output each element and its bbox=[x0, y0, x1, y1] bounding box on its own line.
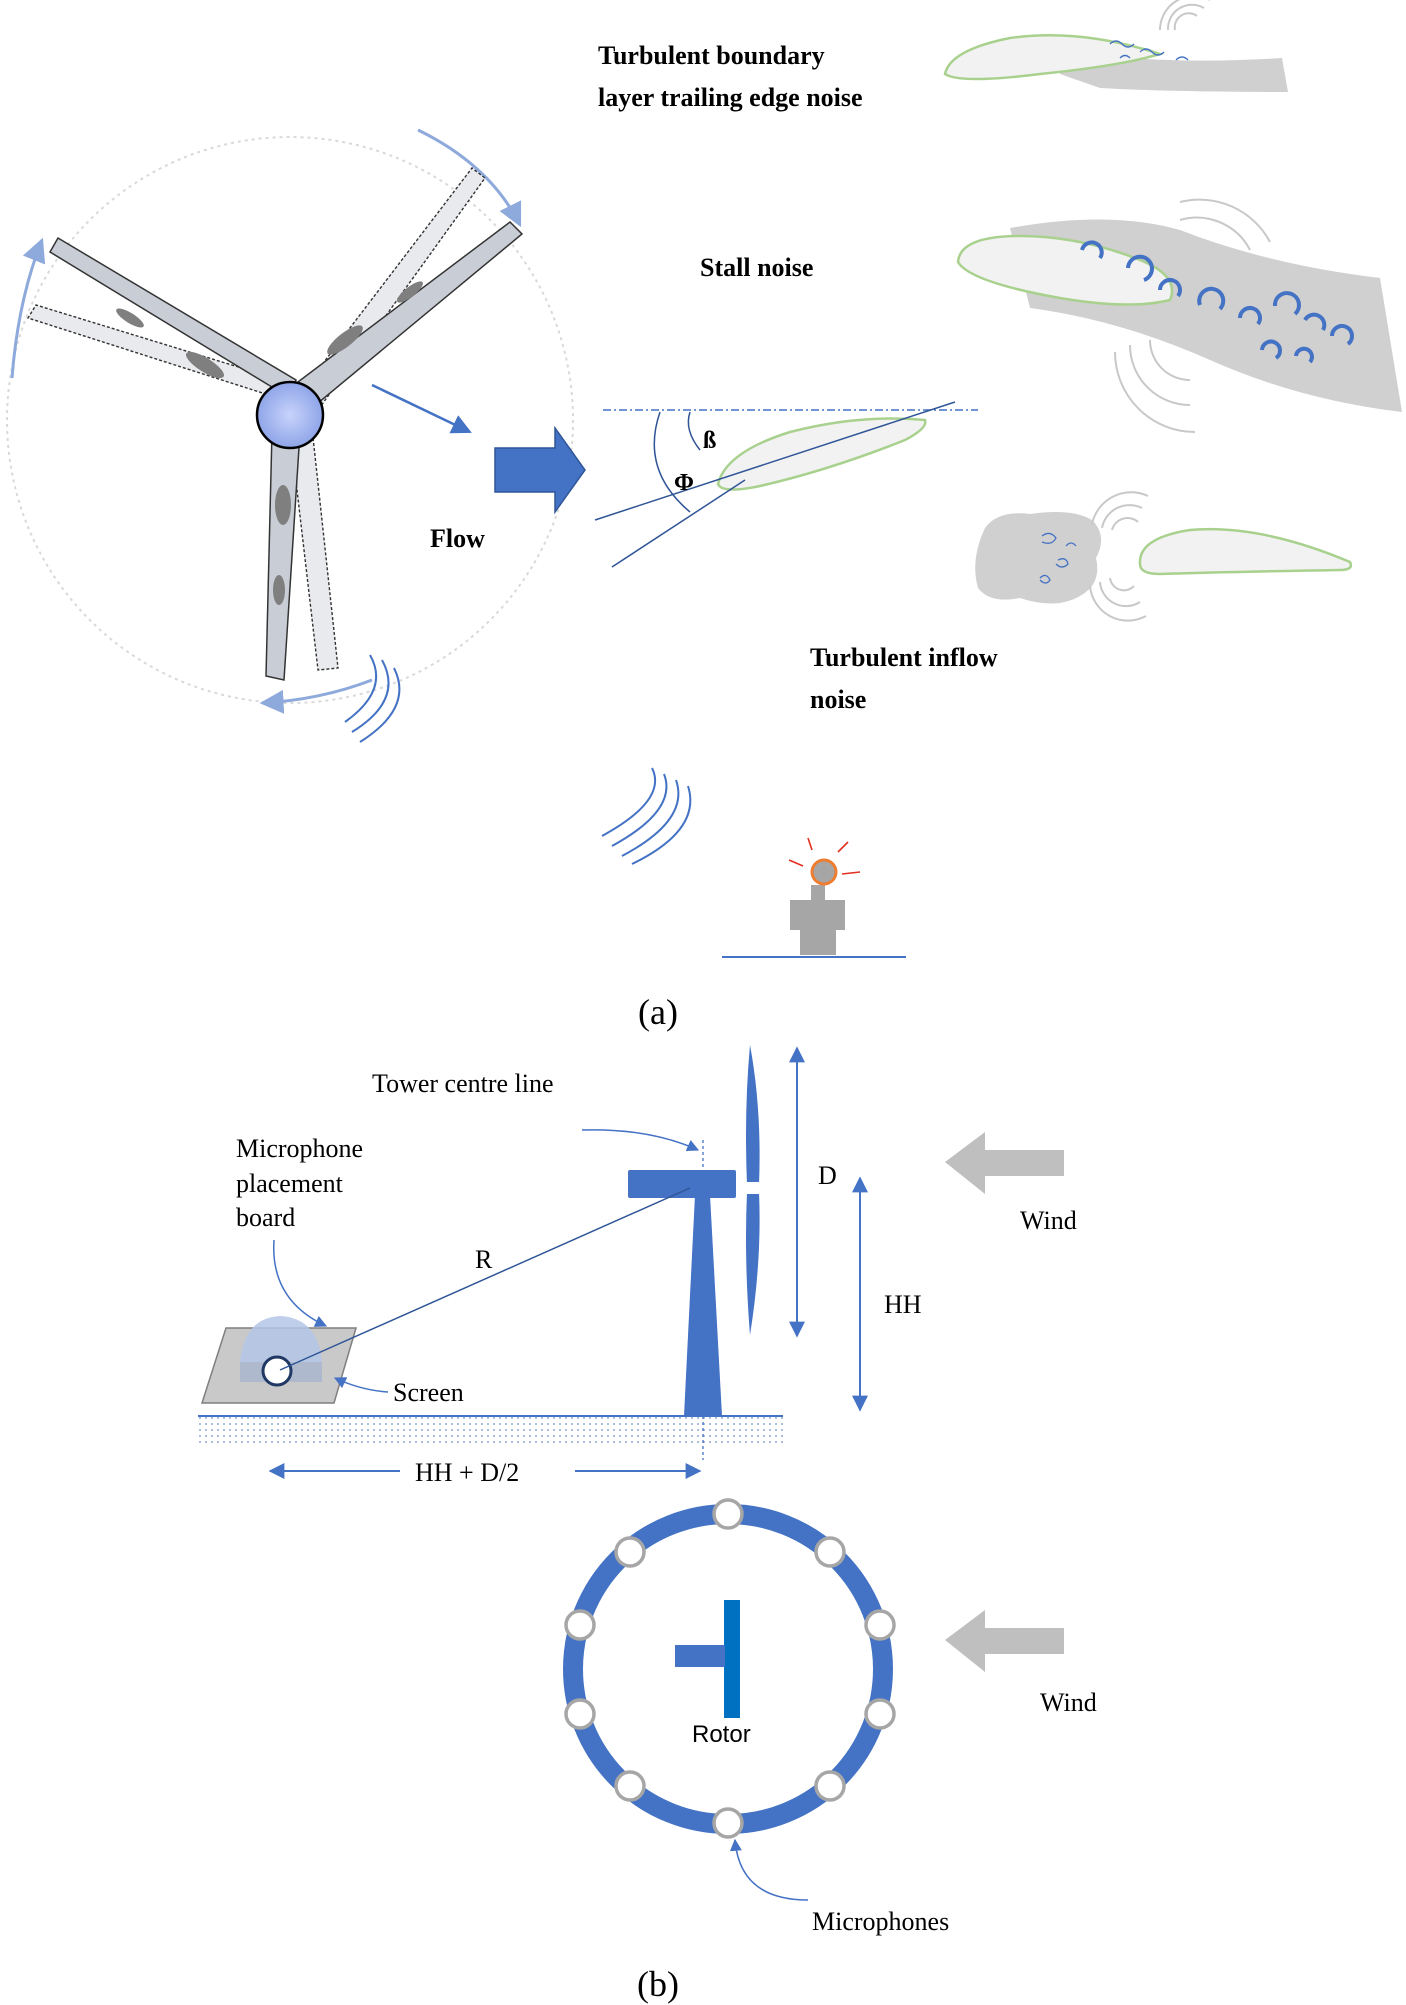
turbine-hub bbox=[255, 380, 325, 450]
microphones-pointer bbox=[729, 1838, 809, 1901]
sound-waves-listener bbox=[601, 767, 692, 865]
turbine-tower bbox=[684, 1195, 722, 1416]
rotor-label: Rotor bbox=[692, 1721, 751, 1748]
wind-arrow-top bbox=[945, 1132, 1064, 1194]
rotation-arrow-left bbox=[10, 237, 46, 379]
wind-label-bottom: Wind bbox=[1040, 1688, 1097, 1717]
rotor-swept-circle bbox=[6, 136, 574, 704]
caption-b: (b) bbox=[637, 1964, 679, 2004]
inflow-airfoil bbox=[1138, 527, 1353, 576]
chord-line bbox=[594, 401, 956, 521]
hub-height-label: HH bbox=[884, 1290, 922, 1319]
blade-left bbox=[48, 236, 297, 400]
turbulent-inflow-illustration bbox=[975, 491, 1353, 622]
turbine-blades bbox=[48, 221, 524, 681]
airfoil-angle-diagram: ß Φ bbox=[594, 401, 978, 568]
distance-label: HH + D/2 bbox=[415, 1458, 519, 1487]
caption-a: (a) bbox=[638, 992, 678, 1032]
microphones-label: Microphones bbox=[812, 1907, 949, 1936]
panel-a: Flow ß Φ bbox=[6, 0, 1402, 1032]
rotor-plan-nacelle bbox=[675, 1645, 725, 1667]
tower-centre-label: Tower centre line bbox=[372, 1069, 554, 1098]
blade-shading bbox=[116, 281, 423, 605]
rotor-plan-blade bbox=[724, 1600, 740, 1718]
inflow-line bbox=[611, 479, 746, 568]
sound-waves-tip bbox=[344, 654, 401, 743]
inflow-turbulence-blob bbox=[975, 512, 1102, 604]
screen-pointer bbox=[333, 1377, 389, 1393]
stall-noise-label: Stall noise bbox=[700, 253, 813, 282]
mic-board-label-1: Microphone bbox=[236, 1134, 363, 1163]
inflow-label-1: Turbulent inflow bbox=[810, 643, 998, 672]
microphone-ring-markers bbox=[564, 1498, 896, 1839]
wind-label-top: Wind bbox=[1020, 1206, 1077, 1235]
microphone-screen bbox=[240, 1316, 322, 1362]
microphone-icon bbox=[261, 1355, 293, 1387]
blade-down bbox=[265, 431, 301, 681]
mic-board-label-2: placement bbox=[236, 1169, 344, 1198]
ring-mic-2 bbox=[814, 1536, 846, 1568]
rotation-arrow-bottom bbox=[259, 678, 373, 714]
listener-person-icon bbox=[722, 837, 906, 958]
tower-centre-pointer bbox=[581, 1129, 700, 1151]
phi-symbol: Φ bbox=[674, 470, 694, 496]
rotor-side-view bbox=[746, 1045, 760, 1185]
beta-symbol: ß bbox=[703, 428, 716, 454]
flow-block-arrow bbox=[494, 425, 586, 515]
ring-mic-3 bbox=[864, 1609, 896, 1641]
trailing-edge-label-2: layer trailing edge noise bbox=[598, 83, 863, 112]
angle-airfoil bbox=[716, 417, 927, 491]
listener-head bbox=[810, 858, 838, 886]
beta-arc bbox=[687, 411, 701, 451]
ring-mic-1 bbox=[712, 1498, 744, 1530]
r-label: R bbox=[475, 1245, 493, 1274]
flow-direction-arrow bbox=[371, 383, 472, 434]
ring-mic-8 bbox=[564, 1698, 596, 1730]
ring-mic-9 bbox=[564, 1609, 596, 1641]
mic-board-label-3: board bbox=[236, 1203, 295, 1232]
ring-mic-7 bbox=[614, 1770, 646, 1802]
ring-mic-10 bbox=[614, 1536, 646, 1568]
flow-label: Flow bbox=[430, 524, 485, 553]
diameter-label: D bbox=[818, 1161, 837, 1190]
ring-mic-5 bbox=[814, 1770, 846, 1802]
blade-upper-right bbox=[288, 221, 524, 409]
ground-strip bbox=[198, 1416, 783, 1444]
turbine-nacelle bbox=[628, 1170, 736, 1198]
distance-r-line bbox=[279, 1187, 691, 1371]
trailing-edge-label-1: Turbulent boundary bbox=[598, 41, 825, 70]
ring-mic-6 bbox=[712, 1807, 744, 1839]
screen-label: Screen bbox=[393, 1378, 464, 1407]
phi-arc bbox=[653, 411, 691, 513]
panel-b: Tower centre line D HH Wind Microphone p… bbox=[198, 1045, 1097, 2004]
trailing-edge-airfoil bbox=[943, 34, 1165, 81]
trailing-edge-noise-illustration bbox=[943, 0, 1288, 92]
inflow-label-2: noise bbox=[810, 685, 866, 714]
mic-board-pointer bbox=[273, 1239, 328, 1327]
wind-arrow-bottom bbox=[945, 1610, 1064, 1672]
rotation-arrow-top bbox=[417, 128, 522, 228]
stall-noise-illustration bbox=[956, 198, 1402, 433]
ring-mic-4 bbox=[864, 1698, 896, 1730]
